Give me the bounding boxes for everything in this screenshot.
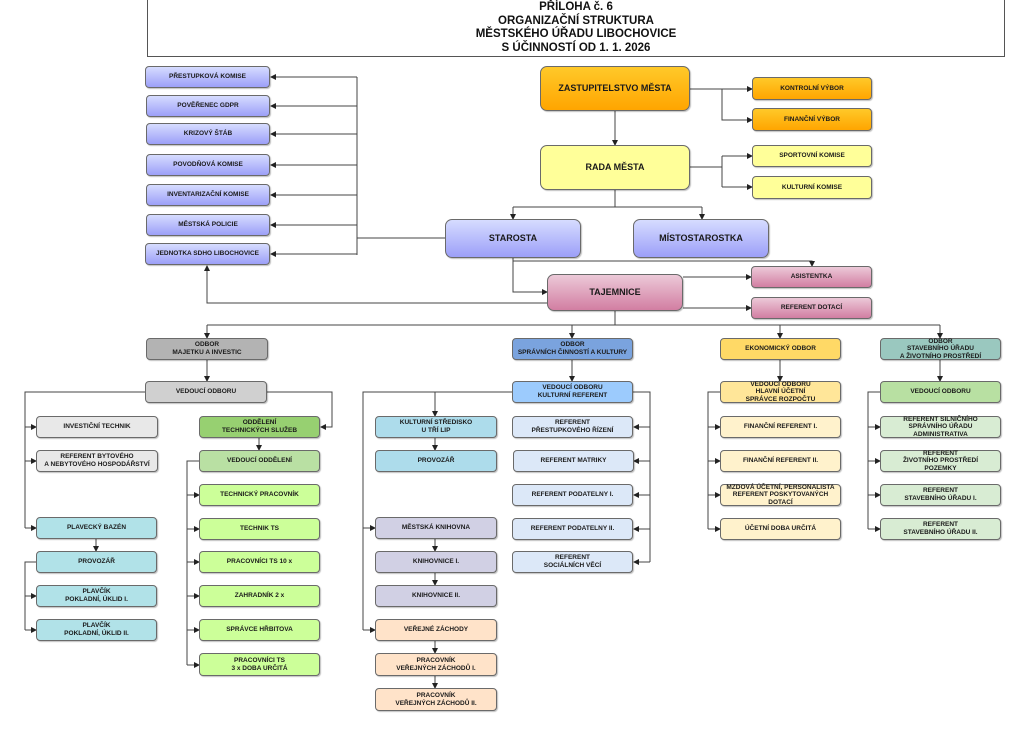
org-node-kontrolni: KONTROLNÍ VÝBOR — [752, 77, 872, 100]
org-node-ref-pod1: REFERENT PODATELNY I. — [512, 484, 633, 506]
org-node-tajemnice: TAJEMNICE — [547, 274, 683, 311]
org-node-odbor-stav: ODBOR STAVEBNÍHO ÚŘADU A ŽIVOTNÍHO PROST… — [880, 338, 1001, 360]
org-node-ved-sprav: VEDOUCÍ ODBORU KULTURNÍ REFERENT — [512, 381, 633, 403]
org-node-provozar-bazen: PROVOZÁŘ — [36, 551, 157, 573]
org-node-asistentka: ASISTENTKA — [751, 266, 872, 288]
org-node-sportovni: SPORTOVNÍ KOMISE — [752, 145, 872, 167]
org-node-prac-ts10: PRACOVNÍCI TS 10 x — [199, 551, 320, 573]
org-node-policie: MĚSTSKÁ POLICIE — [146, 214, 270, 236]
org-node-tech-prac: TECHNICKÝ PRACOVNÍK — [199, 484, 320, 506]
org-node-ref-prest: REFERENT PŘESTUPKOVÉHO ŘÍZENÍ — [512, 416, 633, 438]
org-node-knihovna: MĚSTSKÁ KNIHOVNA — [375, 517, 497, 539]
org-node-ved-stav: VEDOUCÍ ODBORU — [880, 381, 1001, 403]
connector-line — [512, 258, 548, 295]
org-node-odbor-sprav: ODBOR SPRÁVNÍCH ČINNOSTÍ A KULTURY — [512, 338, 633, 360]
org-node-gdpr: POVĚŘENEC GDPR — [146, 95, 270, 117]
org-node-financni-vybor: FINANČNÍ VÝBOR — [752, 108, 872, 131]
org-node-ref-matriky: REFERENT MATRIKY — [513, 450, 634, 472]
org-node-invest-tech: INVESTIČNÍ TECHNIK — [36, 416, 158, 438]
title-line-3: MĚSTSKÉHO ÚŘADU LIBOCHOVICE — [475, 28, 677, 40]
connector-line — [362, 391, 512, 630]
connector-line — [867, 391, 880, 529]
org-node-odbor-majetku: ODBOR MAJETKU A INVESTIC — [146, 338, 268, 360]
org-node-mzdova: MZDOVÁ ÚČETNÍ, PERSONALISTA REFERENT POS… — [720, 484, 841, 506]
org-node-ref-su2: REFERENT STAVEBNÍHO ÚŘADU II. — [880, 518, 1001, 540]
connector-line — [24, 561, 36, 630]
org-node-ref-zp: REFERENT ŽIVOTNÍHO PROSTŘEDÍ POZEMKY — [880, 450, 1001, 472]
org-node-technik-ts: TECHNIK TS — [199, 518, 320, 540]
org-node-krizovy: KRIZOVÝ ŠTÁB — [146, 123, 270, 145]
org-node-odd-ts: ODDĚLENÍ TECHNICKÝCH SLUŽEB — [199, 416, 320, 438]
org-node-prac-ts3: PRACOVNÍCI TS 3 x DOBA URČITÁ — [199, 653, 320, 676]
org-node-zahradnik: ZAHRADNÍK 2 x — [199, 585, 320, 607]
org-node-ref-soc: REFERENT SOCIÁLNÍCH VĚCÍ — [512, 551, 633, 573]
title-line-2: ORGANIZAČNÍ STRUKTURA — [498, 14, 654, 27]
org-node-ref-pod2: REFERENT PODATELNY II. — [512, 518, 633, 540]
connector-line — [721, 89, 753, 123]
connector-line — [24, 391, 145, 528]
org-node-zach2: PRACOVNÍK VEŘEJNÝCH ZÁCHODŮ II. — [375, 688, 497, 711]
org-node-kulturni-komise: KULTURNÍ KOMISE — [752, 176, 872, 199]
org-node-fin-ref2: FINANČNÍ REFERENT II. — [720, 450, 841, 472]
org-node-plavcik1: PLAVČÍK POKLADNÍ, ÚKLID I. — [36, 585, 157, 607]
org-node-starosta: STAROSTA — [445, 219, 581, 258]
title-line-1: PŘÍLOHA č. 6 — [539, 1, 613, 13]
org-node-plavcik2: PLAVČÍK POKLADNÍ, ÚKLID II. — [36, 619, 157, 641]
org-node-odbor-ekon: EKONOMICKÝ ODBOR — [720, 338, 841, 360]
connector-line — [707, 391, 720, 529]
org-node-knihovnice2: KNIHOVNICE II. — [375, 585, 497, 607]
org-node-ved-odd-ts: VEDOUCÍ ODDĚLENÍ — [199, 450, 320, 472]
org-node-zastup: ZASTUPITELSTVO MĚSTA — [540, 66, 690, 111]
org-node-zachody: VEŘEJNÉ ZÁCHODY — [375, 619, 497, 641]
org-node-invent: INVENTARIZAČNÍ KOMISE — [146, 184, 270, 206]
org-node-zach1: PRACOVNÍK VEŘEJNÝCH ZÁCHODŮ I. — [375, 653, 497, 676]
connector-line — [186, 460, 199, 665]
chart-title: PŘÍLOHA č. 6 ORGANIZAČNÍ STRUKTURA MĚSTS… — [147, 0, 1005, 57]
title-line-4: S ÚČINNOSTÍ OD 1. 1. 2026 — [501, 41, 651, 54]
org-node-spravce: SPRÁVCE HŘBITOVA — [199, 619, 320, 641]
org-node-ucetni: ÚČETNÍ DOBA URČITÁ — [720, 518, 841, 540]
org-node-plavecky: PLAVECKÝ BAZÉN — [36, 517, 157, 539]
connector-line — [204, 265, 547, 304]
connector-line — [267, 391, 333, 430]
connector-line — [633, 391, 651, 562]
org-node-kult-stredisko: KULTURNÍ STŘEDISKO U TŘÍ LIP — [375, 416, 497, 438]
org-node-ved-ekon: VEDOUCÍ ODBORU HLAVNÍ ÚČETNÍ SPRÁVCE ROZ… — [720, 381, 841, 403]
org-node-fin-ref1: FINANČNÍ REFERENT I. — [720, 416, 841, 438]
org-node-rada: RADA MĚSTA — [540, 145, 690, 190]
org-node-mistostarostka: MÍSTOSTAROSTKA — [633, 219, 769, 258]
org-node-knihovnice1: KNIHOVNICE I. — [375, 551, 497, 573]
org-node-provozar-ks: PROVOZÁŘ — [375, 450, 497, 472]
org-node-prest: PŘESTUPKOVÁ KOMISE — [145, 66, 270, 88]
connector-line — [513, 260, 815, 267]
org-node-ref-silnic: REFERENT SILNIČNÍHO SPRÁVNÍHO ÚŘADU ADMI… — [880, 416, 1001, 438]
org-node-ref-su1: REFERENT STAVEBNÍHO ÚŘADU I. — [880, 484, 1001, 506]
org-node-povodnova: POVODŇOVÁ KOMISE — [146, 154, 270, 176]
org-node-ved-majetku: VEDOUCÍ ODBORU — [145, 381, 267, 403]
org-node-ref-bytoveho: REFERENT BYTOVÉHO A NEBYTOVÉHO HOSPODÁŘS… — [36, 450, 158, 472]
org-node-sdho: JEDNOTKA SDHO LIBOCHOVICE — [145, 243, 270, 265]
org-node-ref-dotaci: REFERENT DOTACÍ — [751, 297, 872, 319]
